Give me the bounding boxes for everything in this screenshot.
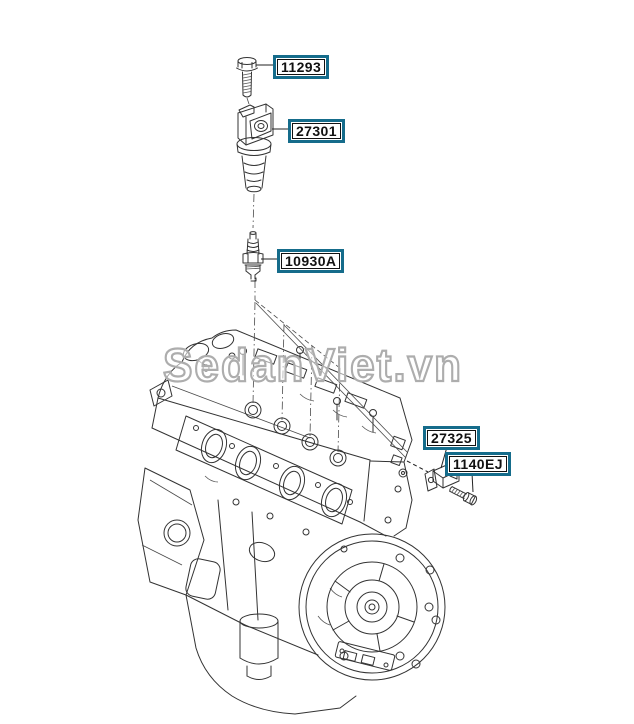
flywheel <box>298 533 446 681</box>
part-number-text: 27325 <box>427 430 476 446</box>
oil-filter <box>239 613 279 680</box>
engine-mount-bracket <box>137 467 205 596</box>
leader-lines <box>256 64 474 493</box>
bolt-1140ej-illustration <box>449 486 478 506</box>
part-number-text: 27301 <box>292 123 341 139</box>
part-label-10930a[interactable]: 10930A <box>277 249 345 273</box>
part-number-text: 11293 <box>277 59 326 75</box>
part-label-27325[interactable]: 27325 <box>423 426 480 450</box>
intake-ports <box>175 415 353 525</box>
watermark-text: SedanViet.vn <box>163 339 463 391</box>
ignition-coil-27301-illustration <box>236 103 274 193</box>
bolt-11293-illustration <box>236 57 258 98</box>
engine-block-illustration <box>137 329 446 715</box>
part-label-11293[interactable]: 11293 <box>273 55 330 79</box>
part-label-27301[interactable]: 27301 <box>288 119 345 143</box>
part-label-1140ej[interactable]: 1140EJ <box>445 452 511 476</box>
part-number-text: 10930A <box>281 253 341 269</box>
projection-lines <box>246 97 408 459</box>
part-number-text: 1140EJ <box>449 456 507 472</box>
spark-plug-10930a-illustration <box>242 231 264 282</box>
